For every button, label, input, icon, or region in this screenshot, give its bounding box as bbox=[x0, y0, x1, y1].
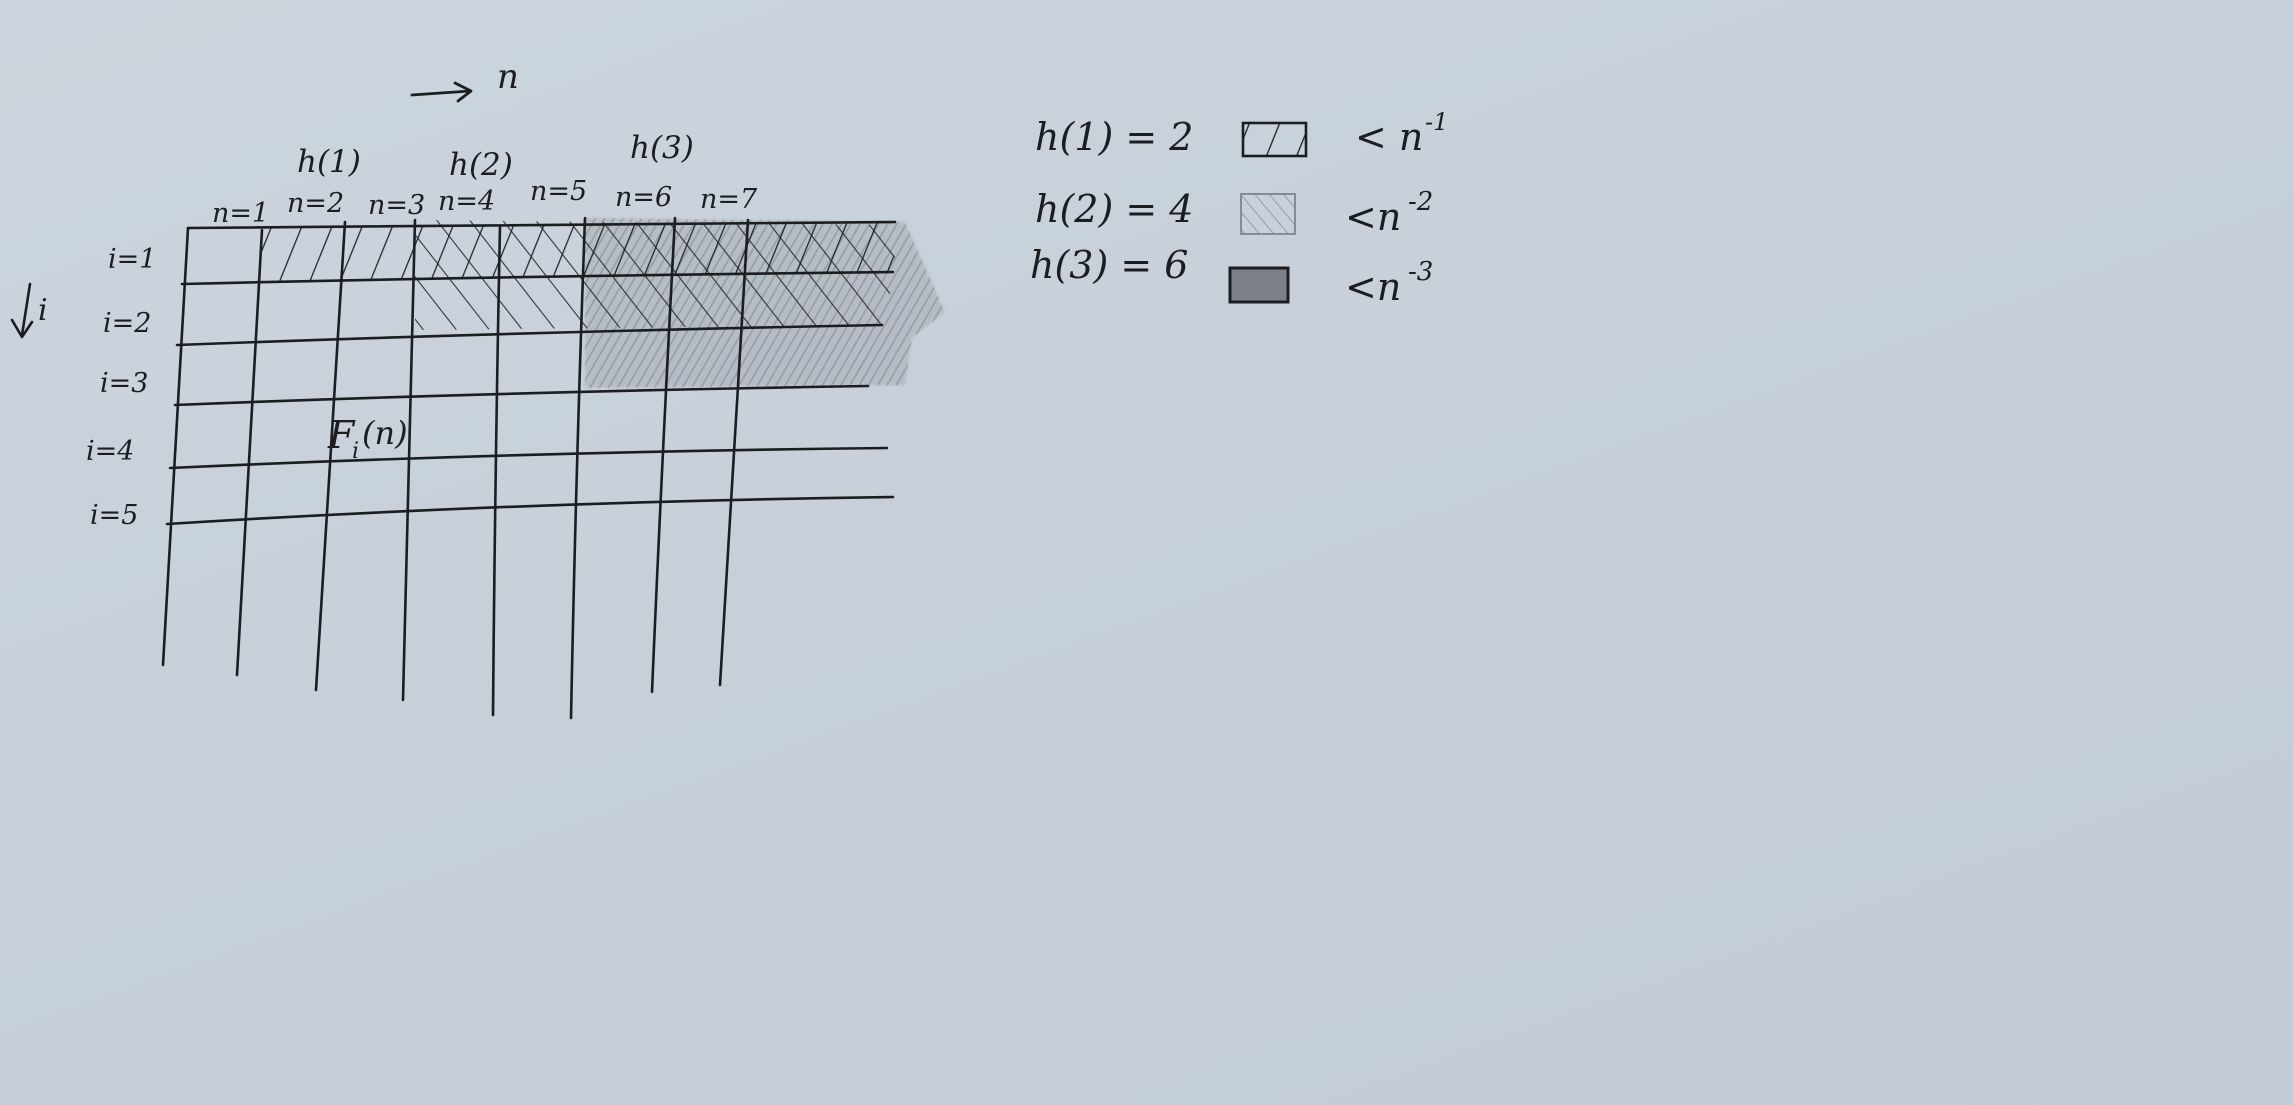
legend-item-n-minus-2: <n -2 bbox=[1240, 187, 1433, 239]
right-arrow-icon bbox=[410, 81, 473, 103]
grid-col-line bbox=[569, 216, 587, 720]
grid-lines bbox=[161, 216, 897, 720]
column-label: n=7 bbox=[700, 184, 758, 215]
h-markers: h(1) h(2) h(3) bbox=[297, 130, 694, 183]
grid-row-line bbox=[175, 323, 884, 347]
column-label: n=5 bbox=[530, 176, 587, 207]
column-label: n=6 bbox=[615, 182, 672, 213]
grid-col-line bbox=[718, 218, 750, 687]
n-axis-symbol: n bbox=[497, 57, 519, 97]
legend-exponent: -2 bbox=[1408, 187, 1433, 217]
grid-row-line bbox=[173, 384, 870, 407]
grid-col-line bbox=[314, 220, 347, 692]
legend-item-n-minus-3: <n -3 bbox=[1228, 257, 1433, 309]
legend-label: <n bbox=[1345, 265, 1401, 309]
h-marker: h(3) bbox=[630, 130, 694, 166]
grid-row-line bbox=[165, 495, 895, 526]
h-marker: h(1) bbox=[297, 144, 361, 180]
cell-function-label: F i (n) bbox=[327, 413, 408, 464]
h-value: h(3) = 6 bbox=[1030, 243, 1188, 287]
grid-col-line bbox=[161, 226, 190, 667]
h-value: h(1) = 2 bbox=[1035, 115, 1193, 159]
row-label: i=5 bbox=[90, 500, 138, 531]
grid-row-line bbox=[168, 446, 889, 470]
row-labels: i=1 i=2 i=3 i=4 i=5 bbox=[86, 244, 156, 531]
row-label: i=1 bbox=[108, 244, 156, 275]
cell-label-argument: (n) bbox=[362, 414, 408, 452]
h-value: h(2) = 4 bbox=[1035, 187, 1193, 231]
cell-label-main: F bbox=[327, 413, 356, 457]
grid-row-line bbox=[180, 270, 895, 286]
h-values-list: h(1) = 2 h(2) = 4 h(3) = 6 bbox=[1030, 115, 1193, 287]
legend-exponent: -1 bbox=[1425, 108, 1448, 136]
legend: < n -1 <n -2 <n -3 bbox=[1228, 108, 1448, 309]
i-axis-symbol: i bbox=[38, 293, 48, 328]
h-marker: h(2) bbox=[449, 147, 513, 183]
grid-top-line bbox=[186, 220, 897, 230]
grid-col-line bbox=[650, 216, 677, 694]
grid-col-line bbox=[235, 228, 264, 677]
legend-label: <n bbox=[1345, 195, 1401, 239]
row-label: i=2 bbox=[103, 308, 151, 339]
grid-col-line bbox=[401, 218, 417, 702]
column-label: n=4 bbox=[438, 186, 495, 217]
cell-label-subscript: i bbox=[352, 439, 359, 464]
legend-item-n-minus-1: < n -1 bbox=[1241, 108, 1448, 159]
legend-exponent: -3 bbox=[1408, 257, 1433, 287]
column-label: n=1 bbox=[212, 198, 269, 229]
i-direction-arrow: i bbox=[10, 282, 48, 339]
hatch-region-n-minus-1 bbox=[262, 222, 895, 282]
column-label: n=2 bbox=[287, 188, 344, 219]
legend-swatch-dark-fill bbox=[1228, 266, 1290, 304]
column-label: n=3 bbox=[368, 190, 425, 221]
grid-col-line bbox=[491, 224, 502, 717]
down-arrow-icon bbox=[10, 282, 34, 339]
n-direction-arrow: n bbox=[410, 57, 519, 103]
legend-swatch-sparse-hatch bbox=[1241, 121, 1308, 158]
row-label: i=3 bbox=[100, 368, 148, 399]
row-label: i=4 bbox=[86, 436, 134, 467]
legend-swatch-light-hatch bbox=[1240, 193, 1296, 235]
shaded-regions bbox=[262, 218, 945, 388]
column-labels: n=1 n=2 n=3 n=4 n=5 n=6 n=7 bbox=[212, 176, 758, 229]
legend-label: < n bbox=[1355, 115, 1423, 159]
